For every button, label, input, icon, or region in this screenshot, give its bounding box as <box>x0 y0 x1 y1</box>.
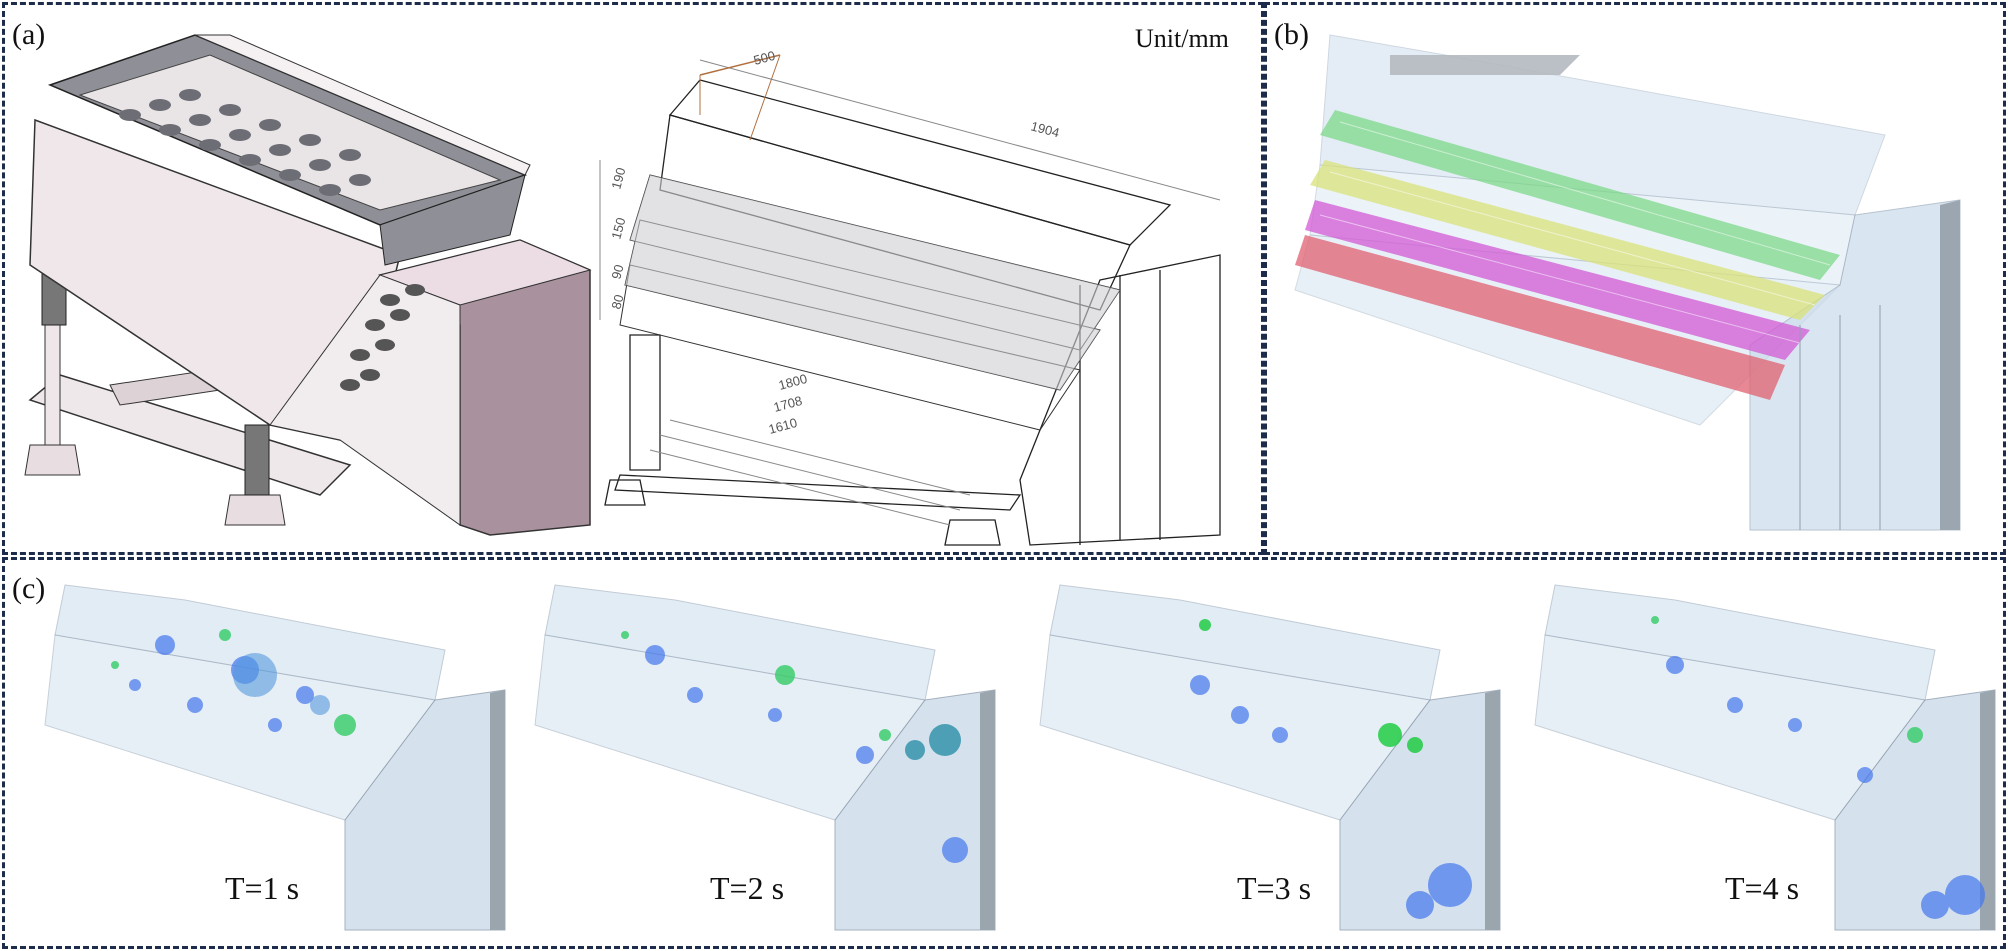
dim-1610: 1610 <box>767 415 799 437</box>
solid-screen-model <box>24 34 592 536</box>
panel-b-label: (b) <box>1274 18 1309 51</box>
snapshot-t4 <box>1534 584 1996 931</box>
time-label-3: T=3 s <box>1237 870 1312 906</box>
dim-500: 500 <box>752 48 777 68</box>
snapshot-t2 <box>534 584 996 931</box>
dim-80: 80 <box>608 293 626 311</box>
dim-90: 90 <box>608 263 626 281</box>
time-label-1: T=1 s <box>225 870 300 906</box>
panel-a-label: (a) <box>12 18 46 51</box>
dim-1800: 1800 <box>777 371 809 393</box>
screen-deck-model <box>1294 34 1961 531</box>
wireframe-screen-drawing: 1904 1800 1708 1610 190 150 90 80 500 <box>599 48 1221 546</box>
snapshot-t1 <box>44 584 506 931</box>
time-label-2: T=2 s <box>710 870 785 906</box>
panel-c-label: (c) <box>12 572 46 605</box>
dim-1904: 1904 <box>1029 118 1061 140</box>
snapshot-t3 <box>1039 584 1501 931</box>
unit-label: Unit/mm <box>1135 24 1229 53</box>
time-label-4: T=4 s <box>1725 870 1800 906</box>
panel-a <box>2 2 1264 555</box>
dim-190: 190 <box>608 166 628 191</box>
panel-b <box>1264 2 2006 555</box>
dim-150: 150 <box>608 216 628 241</box>
dim-1708: 1708 <box>772 393 804 415</box>
panel-c <box>2 557 2006 949</box>
